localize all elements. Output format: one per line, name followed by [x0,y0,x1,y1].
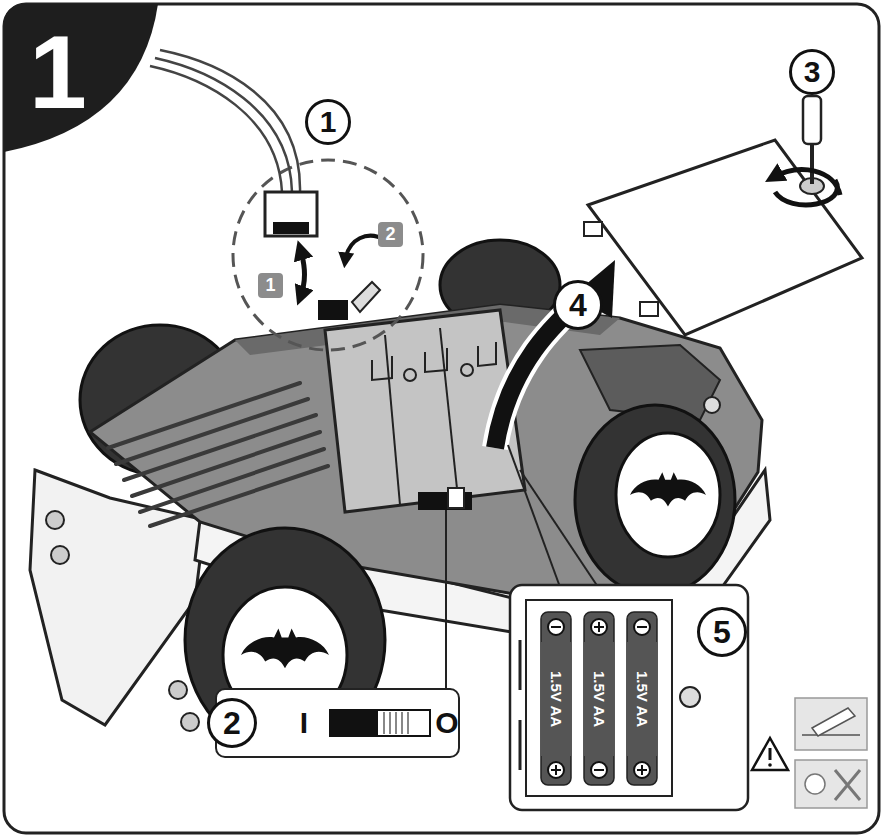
panel-frame [4,4,879,833]
rotate-arrow [775,180,837,205]
plug [265,192,317,236]
wheel [575,405,735,595]
switch-on-mark: I [289,690,319,756]
battery: 1.5V AA [627,642,657,756]
wrong-icon [835,770,860,800]
plug-face [273,222,309,234]
cover-tab [584,222,602,236]
callout-number: 1 [305,99,351,145]
battery: 1.5V AA [541,642,571,756]
rotate-arrow [772,170,840,195]
leader-line [445,510,447,690]
leader-line [520,470,598,587]
exhaust [181,713,199,731]
screwdriver-shaft [810,140,814,184]
insert-icon [795,698,867,750]
warning-mark [769,748,772,760]
battery-label: 1.5V AA [627,642,657,756]
tray-post [680,687,700,707]
callout-number: 4 [553,280,603,330]
bat-logo [241,629,329,669]
exhaust [46,511,64,529]
car-body [90,305,762,602]
battery-inset [510,585,748,810]
switch-symbol [330,710,378,736]
switch-symbol [384,712,408,734]
wrong-icon [795,760,867,808]
screwdriver-handle [803,96,821,144]
wrong-icon [805,774,825,794]
switch-symbol [330,710,430,736]
insert-icon [802,734,860,736]
rear-fin [30,470,205,725]
insert-icon [812,708,855,736]
switch-off-mark: O [435,690,459,756]
exhaust [51,546,69,564]
battery-label: 1.5V AA [584,642,614,756]
plug-slot [318,300,348,320]
wire [155,58,292,192]
battery-label: 1.5V AA [541,642,571,756]
plug-arrow [300,248,305,298]
wire [150,66,282,192]
warning-mark [768,763,772,767]
battery-bodies [541,612,657,785]
sub-step-number: 1 [258,273,283,298]
bat-logo [630,472,706,506]
switch-knob [448,488,464,508]
wire [160,50,300,192]
leader-line [508,445,560,587]
sub-step-number: 2 [378,222,403,247]
callout-number: 2 [207,698,257,748]
step-number: 1 [18,12,98,132]
battery-tray [526,600,672,796]
step-tab [4,4,158,152]
battery-cover [588,140,862,335]
compartment-dividers [372,328,496,505]
tray-edge [519,720,522,770]
callout-number: 5 [697,607,747,657]
exhaust [169,681,187,699]
detail-circle [233,160,423,350]
slot-flap [352,282,380,312]
body-ribs [108,383,328,526]
callout-number: 3 [789,49,835,95]
warning-triangle [752,738,788,770]
wheel-hub [616,433,720,557]
battery: 1.5V AA [584,642,614,756]
body-dot [704,397,720,413]
cover-tab [640,302,658,316]
tray-edge [519,640,522,690]
